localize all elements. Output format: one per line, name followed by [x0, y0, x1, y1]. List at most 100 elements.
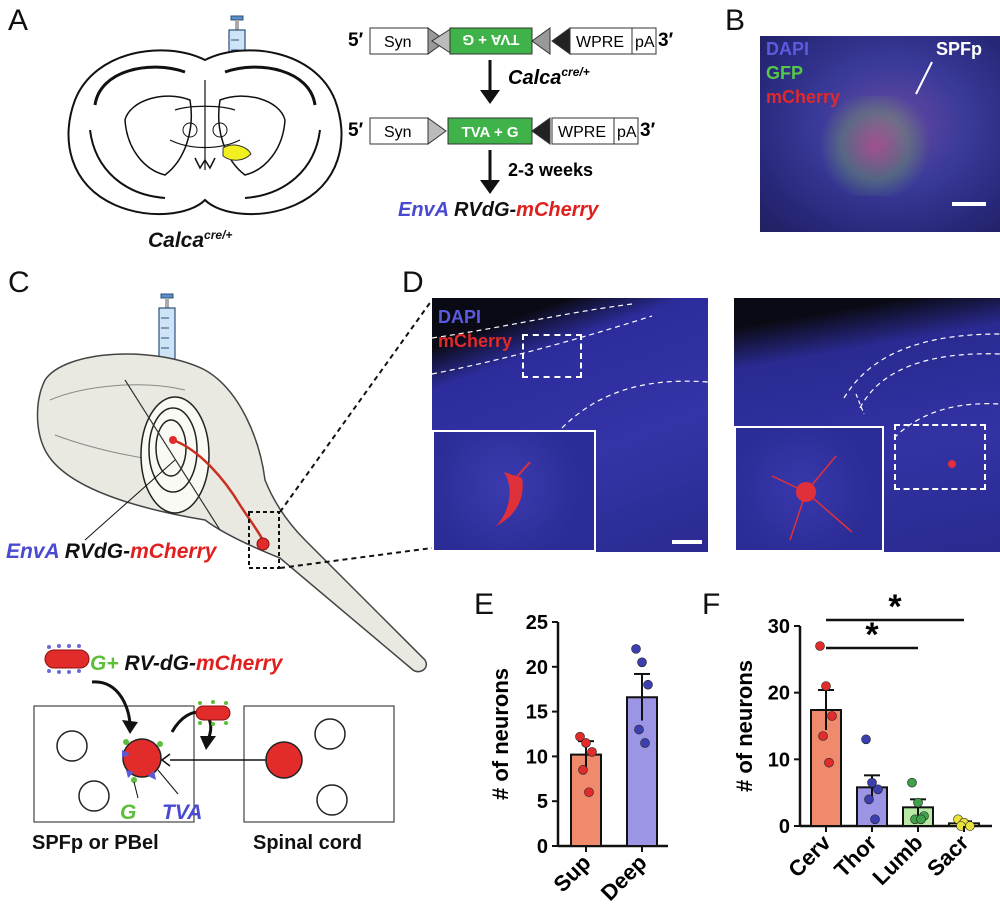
y-axis-label: # of neurons: [490, 668, 513, 800]
y-tick-label: 20: [526, 657, 548, 679]
data-point-deep: [640, 738, 650, 748]
y-tick-label: 30: [768, 616, 790, 638]
data-point-deep: [634, 724, 644, 735]
gplus-text: G+: [90, 652, 119, 675]
panel-label-f: F: [702, 588, 721, 621]
x-tick-label-lumb: Lumb: [868, 830, 928, 890]
rabies-virus-icon: [44, 644, 90, 674]
data-point-cerv: [815, 641, 825, 651]
pa-bottom: pA: [617, 124, 637, 141]
syn-bottom: Syn: [384, 124, 412, 141]
five-prime-bottom: 5′: [348, 120, 364, 141]
data-point-thor: [870, 814, 880, 825]
y-axis-label: # of neurons: [732, 660, 757, 792]
virus-label: G+ RV-dG-mCherry: [90, 652, 282, 676]
data-point-lumb: [907, 777, 917, 788]
y-tick-label: 20: [768, 683, 790, 705]
virus-mcherry-text: mCherry: [196, 652, 283, 675]
data-point-lumb: [913, 797, 923, 808]
data-point-thor: [873, 784, 883, 795]
dapi-label-d: DAPI: [438, 307, 482, 327]
tva-g: TVA + G: [461, 124, 518, 141]
transsynaptic-tracing-schematic: [33, 680, 395, 823]
bar-deep: [626, 696, 658, 847]
x-tick-label-sacr: Sacr: [922, 830, 974, 882]
y-tick-label: 25: [526, 612, 548, 634]
x-tick-label-deep: Deep: [596, 850, 652, 906]
data-point-sup: [578, 765, 588, 775]
data-point-thor: [867, 777, 877, 788]
tva-label: TVA: [162, 801, 203, 824]
three-prime-bottom: 3′: [640, 120, 656, 141]
y-tick-label: 10: [526, 746, 548, 768]
viral-construct-diagram: 5′ Syn TVA + G WPRE pA 3′ Calcacre/+ 5′ …: [348, 27, 674, 221]
significance-star: *: [865, 616, 879, 654]
data-point-deep: [631, 644, 641, 654]
box-right-label: Spinal cord: [253, 832, 362, 854]
x-tick-label-sup: Sup: [548, 850, 595, 897]
genotype-superscript: cre/+: [204, 228, 233, 242]
micrograph-d-right: [734, 298, 1000, 552]
brain-genotype-label: Calcacre/+: [148, 228, 232, 253]
data-point-cerv: [824, 757, 834, 768]
data-point-sup: [587, 747, 597, 757]
panel-label-c: C: [8, 266, 30, 299]
dapi-label-b: DAPI: [766, 39, 810, 59]
envA-text: EnvA: [6, 540, 59, 563]
g-label: G: [120, 801, 137, 824]
data-point-deep: [637, 657, 647, 668]
weeks-label: 2-3 weeks: [508, 160, 593, 180]
panel-label-b: B: [725, 4, 746, 37]
scale-bar-b: [952, 202, 986, 206]
mcherry-text: mCherry: [130, 540, 217, 563]
data-point-sacr: [965, 821, 975, 831]
micrograph-d-left: DAPI mCherry: [432, 298, 708, 552]
y-tick-label: 5: [537, 791, 548, 813]
data-point-sup: [575, 731, 585, 742]
y-tick-label: 0: [537, 836, 548, 858]
genotype-text: Calca: [148, 229, 205, 252]
y-tick-label: 0: [779, 816, 790, 838]
data-point-sup: [581, 738, 591, 748]
rabies-label-a: EnvA RVdG-mCherry: [398, 199, 599, 221]
box-left-label: SPFp or PBel: [32, 832, 159, 854]
gfp-label-b: GFP: [766, 63, 804, 83]
brain-coronal-section-diagram: [67, 15, 343, 216]
rabies-label-c: EnvA RVdG-mCherry: [6, 540, 216, 564]
data-point-sup: [584, 787, 594, 798]
y-tick-label: 15: [526, 702, 548, 724]
rvdg-text: RVdG-: [64, 540, 131, 563]
brain-spinal-cord-diagram: [36, 293, 427, 674]
panel-label-d: D: [402, 266, 424, 299]
five-prime-top: 5′: [348, 30, 364, 51]
x-tick-label-cerv: Cerv: [783, 829, 836, 882]
micrograph-b: DAPI GFP mCherry SPFp: [760, 36, 1000, 232]
tva-g-flipped: TVA + G: [462, 31, 519, 48]
data-point-cerv: [827, 711, 837, 721]
significance-star: *: [888, 590, 902, 626]
wpre-bottom: WPRE: [558, 124, 606, 141]
zoom-box-d-left: [522, 334, 582, 378]
data-point-deep: [643, 679, 653, 690]
pa-top: pA: [635, 34, 655, 51]
spfp-pointer-line: [915, 61, 933, 95]
y-tick-label: 10: [768, 749, 790, 771]
inset-d-left: [432, 430, 596, 552]
cre-label: Calcacre/+: [508, 65, 590, 89]
scale-bar-d: [672, 540, 702, 544]
wpre-top: WPRE: [576, 34, 624, 51]
data-point-cerv: [821, 681, 831, 691]
mcherry-label-b: mCherry: [766, 87, 841, 107]
three-prime-top: 3′: [658, 30, 674, 51]
panel-label-e: E: [474, 588, 495, 621]
rv-text: RV-dG-: [124, 652, 196, 675]
panel-label-a: A: [8, 4, 29, 37]
zoom-box-d-right: [894, 424, 986, 490]
spfp-label: SPFp: [936, 39, 983, 59]
data-point-cerv: [818, 731, 828, 741]
mcherry-label-d: mCherry: [438, 331, 513, 351]
data-point-thor: [861, 734, 871, 745]
